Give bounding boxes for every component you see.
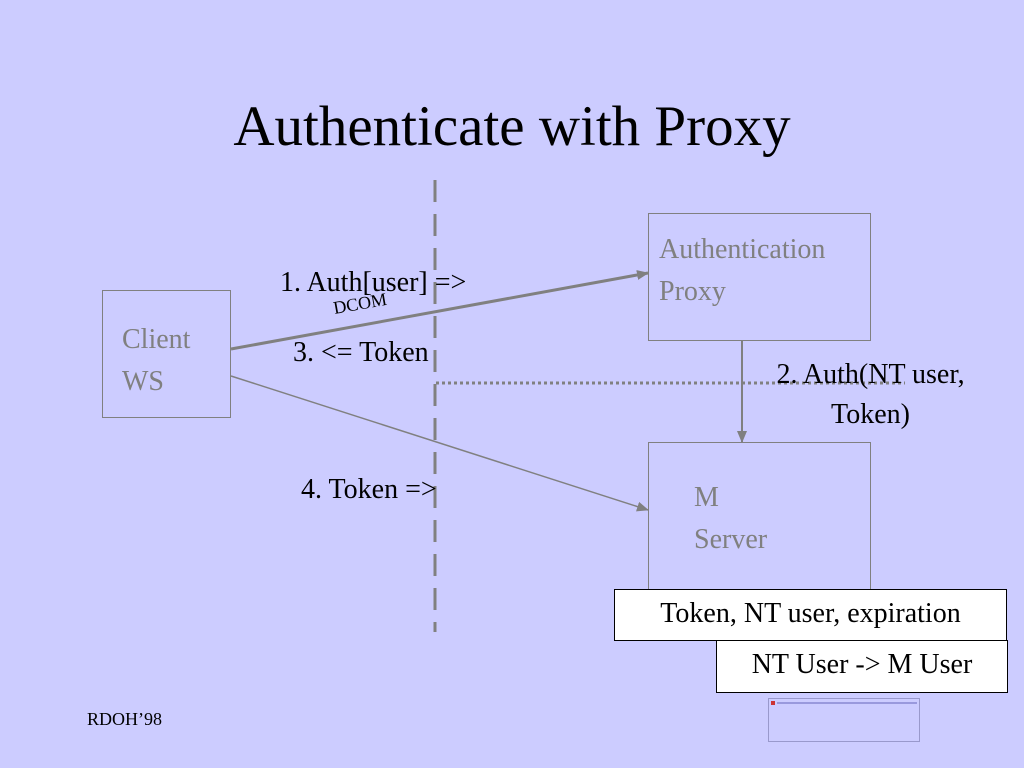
proxy-label-line2: Proxy: [659, 276, 726, 307]
client-ws-label-line1: Client: [122, 324, 191, 355]
user-mapping-note: NT User -> M User: [716, 640, 1008, 693]
auth-user-arrow: [230, 270, 649, 351]
client-ws-node: Client WS: [102, 290, 231, 418]
m-server-node: M Server: [648, 442, 871, 592]
proxy-label-line1: Authentication: [659, 234, 826, 265]
auth-nt-user-label-line2: Token): [831, 399, 910, 430]
token-fields-note: Token, NT user, expiration: [614, 589, 1007, 641]
slide-footer: RDOH’98: [87, 709, 162, 729]
slide-title: Authenticate with Proxy: [233, 95, 791, 158]
m-server-label-line1: M: [694, 482, 719, 513]
token-return-label: 3. <= Token: [293, 337, 429, 368]
authentication-proxy-node: Authentication Proxy: [648, 213, 871, 341]
client-ws-label-line2: WS: [122, 366, 164, 397]
m-server-label-line2: Server: [694, 524, 768, 555]
auth-user-label: 1. Auth[user] =>: [280, 267, 467, 298]
broken-image-marker: [771, 701, 775, 705]
token-forward-arrow: [230, 375, 649, 512]
broken-image-placeholder-icon: [768, 698, 920, 742]
token-forward-label: 4. Token =>: [301, 474, 437, 505]
auth-nt-user-label-line1: 2. Auth(NT user,: [776, 359, 965, 390]
broken-image-caption-line: [777, 702, 917, 704]
auth-nt-user-label: 2. Auth(NT user, Token): [748, 355, 993, 435]
